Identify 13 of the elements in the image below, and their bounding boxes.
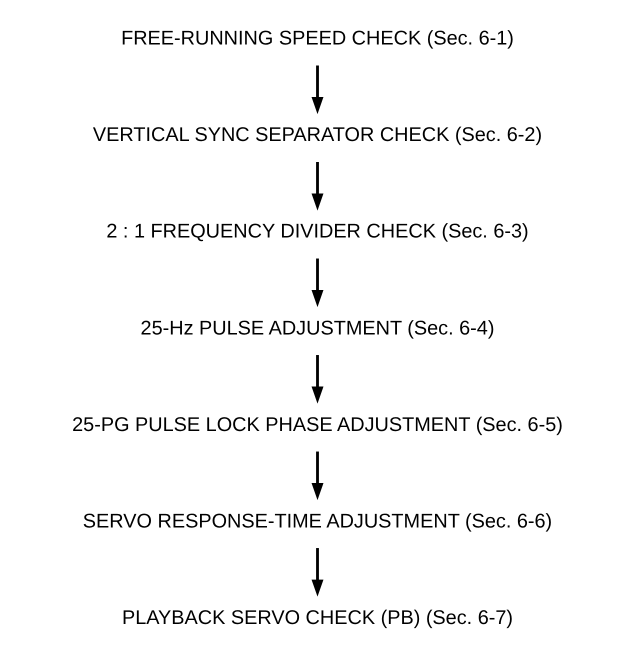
- node-text: 2 : 1 FREQUENCY DIVIDER CHECK (Sec. 6-3): [106, 220, 528, 243]
- arrow: [311, 258, 323, 308]
- arrow: [311, 162, 323, 211]
- node-text: VERTICAL SYNC SEPARATOR CHECK (Sec. 6-2): [92, 124, 542, 146]
- arrow: [311, 355, 323, 404]
- node-text: PLAYBACK SERVO CHECK (PB) (Sec. 6-7): [121, 606, 513, 629]
- node-text: 25-Hz PULSE ADJUSTMENT (Sec. 6-4): [140, 317, 494, 340]
- node-text: 25-PG PULSE LOCK PHASE ADJUSTMENT (Sec. 6-5): [72, 414, 562, 436]
- node-text: SERVO RESPONSE-TIME ADJUSTMENT (Sec. 6-6): [82, 510, 552, 532]
- arrow: [311, 548, 323, 597]
- node-text: FREE-RUNNING SPEED CHECK (Sec. 6-1): [120, 28, 514, 50]
- arrow: [311, 66, 323, 114]
- arrow: [311, 452, 323, 500]
